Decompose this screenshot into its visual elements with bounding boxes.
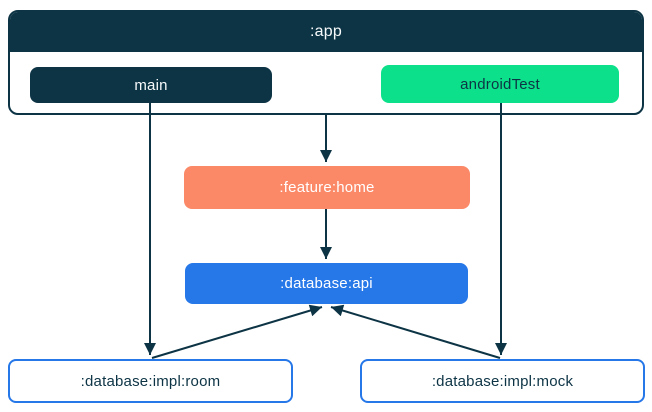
node-database-impl-mock-label: :database:impl:mock — [431, 372, 574, 390]
node-app-label: :app — [310, 23, 342, 40]
edge-mock-to-database-api — [330, 304, 501, 359]
node-database-impl-room: :database:impl:room — [8, 359, 293, 403]
node-database-impl-room-label: :database:impl:room — [80, 372, 221, 390]
edge-room-to-database-api — [151, 304, 323, 359]
node-feature-home: :feature:home — [184, 166, 470, 209]
node-androidtest-label: androidTest — [460, 75, 540, 93]
node-database-api-label: :database:api — [280, 275, 373, 292]
node-database-api: :database:api — [185, 263, 468, 304]
node-feature-home-label: :feature:home — [279, 179, 375, 196]
node-androidtest: androidTest — [381, 65, 619, 103]
node-main: main — [30, 67, 272, 103]
node-main-label: main — [134, 76, 168, 94]
node-database-impl-mock: :database:impl:mock — [360, 359, 645, 403]
node-app-header: :app — [10, 12, 642, 52]
